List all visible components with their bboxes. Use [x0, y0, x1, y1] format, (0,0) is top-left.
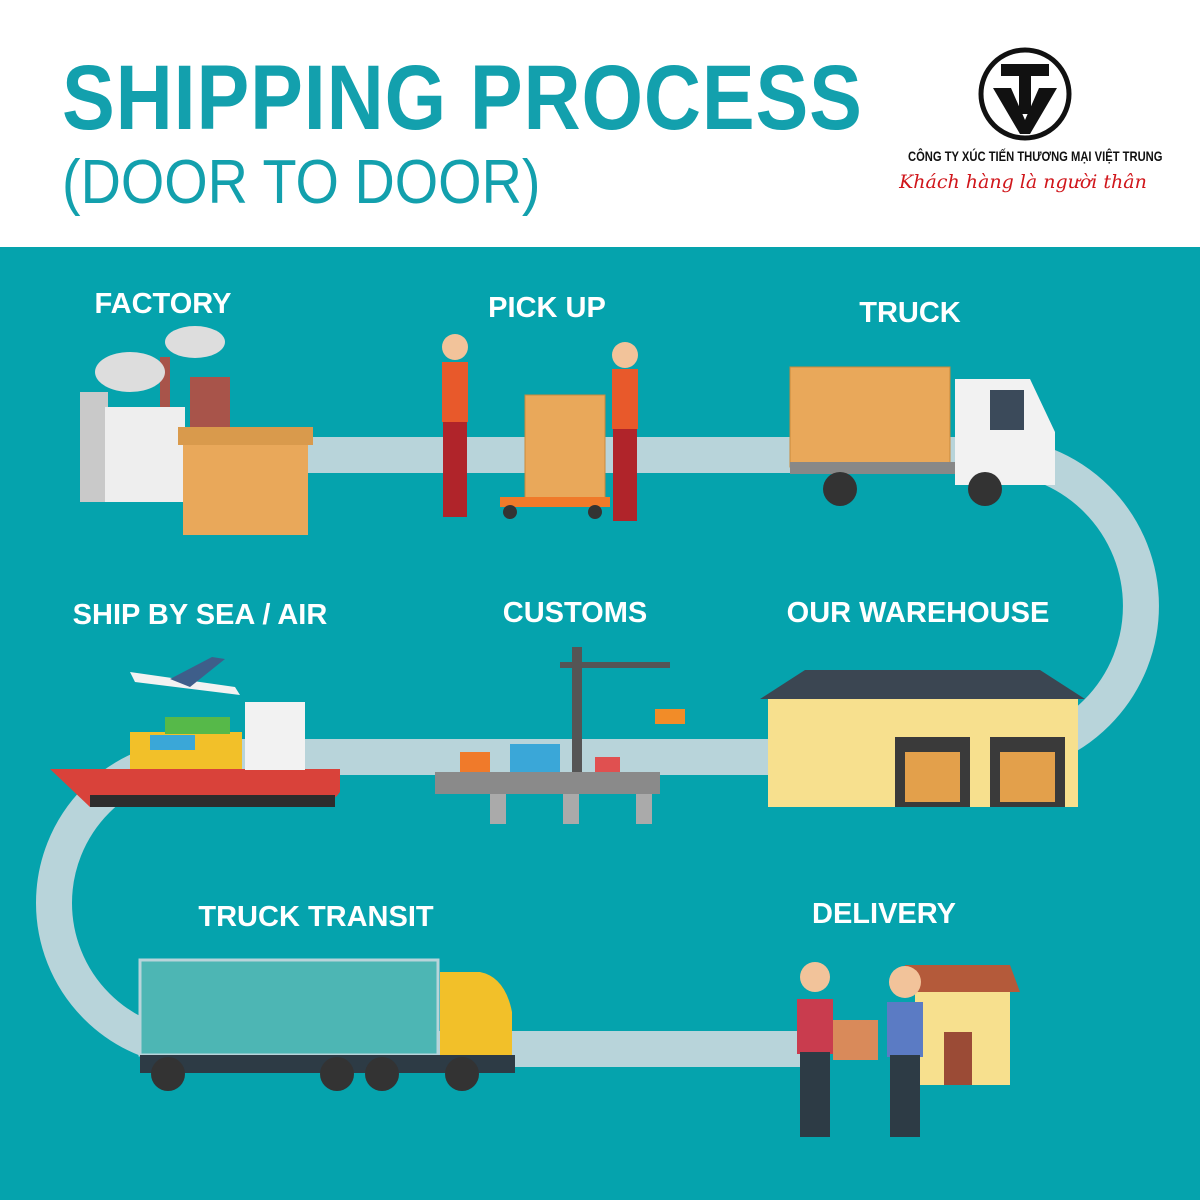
- page-title: SHIPPING PROCESS: [62, 47, 863, 149]
- step-label-ship-by-sea-air: SHIP BY SEA / AIR: [72, 599, 328, 631]
- step-label-factory: FACTORY: [94, 288, 232, 320]
- customs-port-icon: [435, 647, 685, 824]
- process-path: [36, 326, 1159, 1137]
- delivery-icon: [797, 962, 1020, 1137]
- truck-icon: [789, 366, 1055, 506]
- step-label-truck-transit: TRUCK TRANSIT: [198, 901, 434, 933]
- header: SHIPPING PROCESS (DOOR TO DOOR) CÔNG TY …: [0, 0, 1200, 247]
- process-area: FACTORY PICK UP TRUCK OUR WAREHOUSE CUST…: [0, 247, 1200, 1200]
- ship-plane-icon: [50, 657, 340, 807]
- company-logo: CÔNG TY XÚC TIẾN THƯƠNG MẠI VIỆT TRUNG K…: [878, 42, 1178, 212]
- step-label-pick-up: PICK UP: [488, 292, 606, 324]
- company-slogan: Khách hàng là người thân: [899, 171, 1147, 193]
- step-label-delivery: DELIVERY: [812, 898, 956, 930]
- pickup-workers-icon: [442, 334, 638, 521]
- step-label-our-warehouse: OUR WAREHOUSE: [786, 597, 1050, 629]
- factory-icon: [80, 326, 313, 535]
- warehouse-icon: [760, 670, 1085, 807]
- tv-logo-icon: [978, 47, 1072, 141]
- truck-transit-icon: [138, 958, 515, 1091]
- step-label-customs: CUSTOMS: [502, 597, 648, 629]
- step-label-truck: TRUCK: [859, 297, 961, 329]
- page-subtitle: (DOOR TO DOOR): [62, 148, 541, 217]
- company-name: CÔNG TY XÚC TIẾN THƯƠNG MẠI VIỆT TRUNG: [908, 148, 1163, 164]
